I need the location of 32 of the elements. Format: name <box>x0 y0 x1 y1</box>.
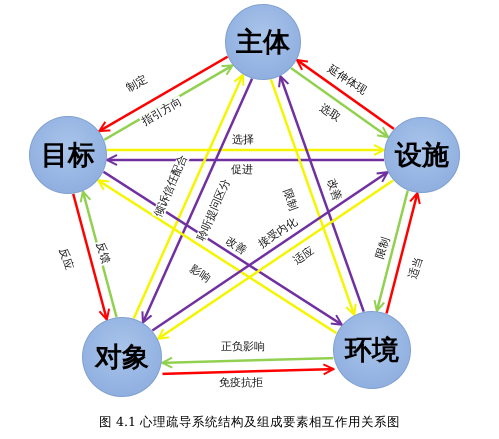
circle-node: 目标 <box>29 116 107 194</box>
arrow <box>106 154 384 166</box>
edge-label: 正负影响 <box>220 341 266 353</box>
arrow <box>161 356 334 369</box>
arrow <box>98 56 228 132</box>
arrow <box>107 144 385 156</box>
arrow <box>162 363 335 376</box>
arrow <box>373 190 409 312</box>
edge-label: 反馈 <box>94 240 112 266</box>
edge-label: 选取 <box>316 101 344 125</box>
arrow <box>385 192 421 314</box>
caption: 图 4.1 心理疏导系统结构及组成要素相互作用关系图 <box>99 414 400 429</box>
arrow <box>296 58 395 130</box>
arrow <box>132 74 244 319</box>
edge-label: 延伸体现 <box>324 62 370 98</box>
edge-label: 免疫抗拒 <box>218 377 264 389</box>
arrow <box>278 75 365 312</box>
circle-node: 环境 <box>333 311 411 389</box>
arrow <box>141 78 254 324</box>
circle-node: 设施 <box>384 117 460 193</box>
edge-label: 改善 <box>324 176 344 204</box>
arrow <box>290 67 390 138</box>
arrow <box>270 79 357 316</box>
edge-label: 限制 <box>374 234 392 262</box>
edge-label: 影响 <box>186 262 214 286</box>
edge-label: 限制 <box>280 186 300 214</box>
edge-label: 促进 <box>230 164 254 176</box>
circle-node: 主体 <box>225 4 301 80</box>
circle-node: 对象 <box>82 317 162 397</box>
edge-label: 倾诉信任配合 <box>152 152 190 220</box>
arrow <box>72 194 110 321</box>
edge-label: 选择 <box>231 134 255 146</box>
